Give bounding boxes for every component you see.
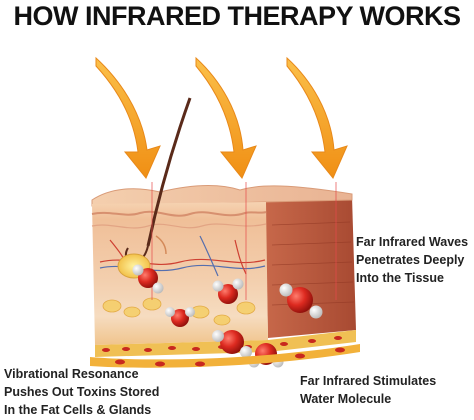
label-line: Water Molecule bbox=[300, 392, 392, 406]
label-line: Pushes Out Toxins Stored bbox=[4, 385, 160, 399]
water-molecule-icon bbox=[165, 307, 195, 327]
water-molecule-icon bbox=[279, 283, 323, 319]
label-line: Far Infrared Stimulates bbox=[300, 374, 437, 388]
water-molecule-icon bbox=[212, 278, 244, 304]
water-molecule-icon bbox=[132, 264, 164, 294]
label-line: Into the Tissue bbox=[356, 271, 444, 285]
page-title: HOW INFRARED THERAPY WORKS bbox=[13, 1, 461, 31]
label-line: Far Infrared Waves bbox=[356, 235, 469, 249]
label-line: In the Fat Cells & Glands bbox=[4, 403, 152, 417]
water-molecule-icon bbox=[212, 330, 252, 358]
infrared-arrow-icon bbox=[95, 56, 161, 179]
label-far-infrared-waves: Far Infrared Waves Penetrates Deeply Int… bbox=[356, 233, 468, 287]
label-line: Penetrates Deeply bbox=[356, 253, 465, 267]
tissue-base bbox=[90, 344, 360, 368]
infrared-arrow-icon bbox=[195, 56, 257, 179]
label-vibrational-resonance: Vibrational Resonance Pushes Out Toxins … bbox=[4, 365, 159, 419]
infrared-arrow-icon bbox=[286, 56, 348, 179]
label-line: Vibrational Resonance bbox=[4, 367, 139, 381]
label-far-infrared-stimulates: Far Infrared Stimulates Water Molecule bbox=[300, 372, 436, 408]
